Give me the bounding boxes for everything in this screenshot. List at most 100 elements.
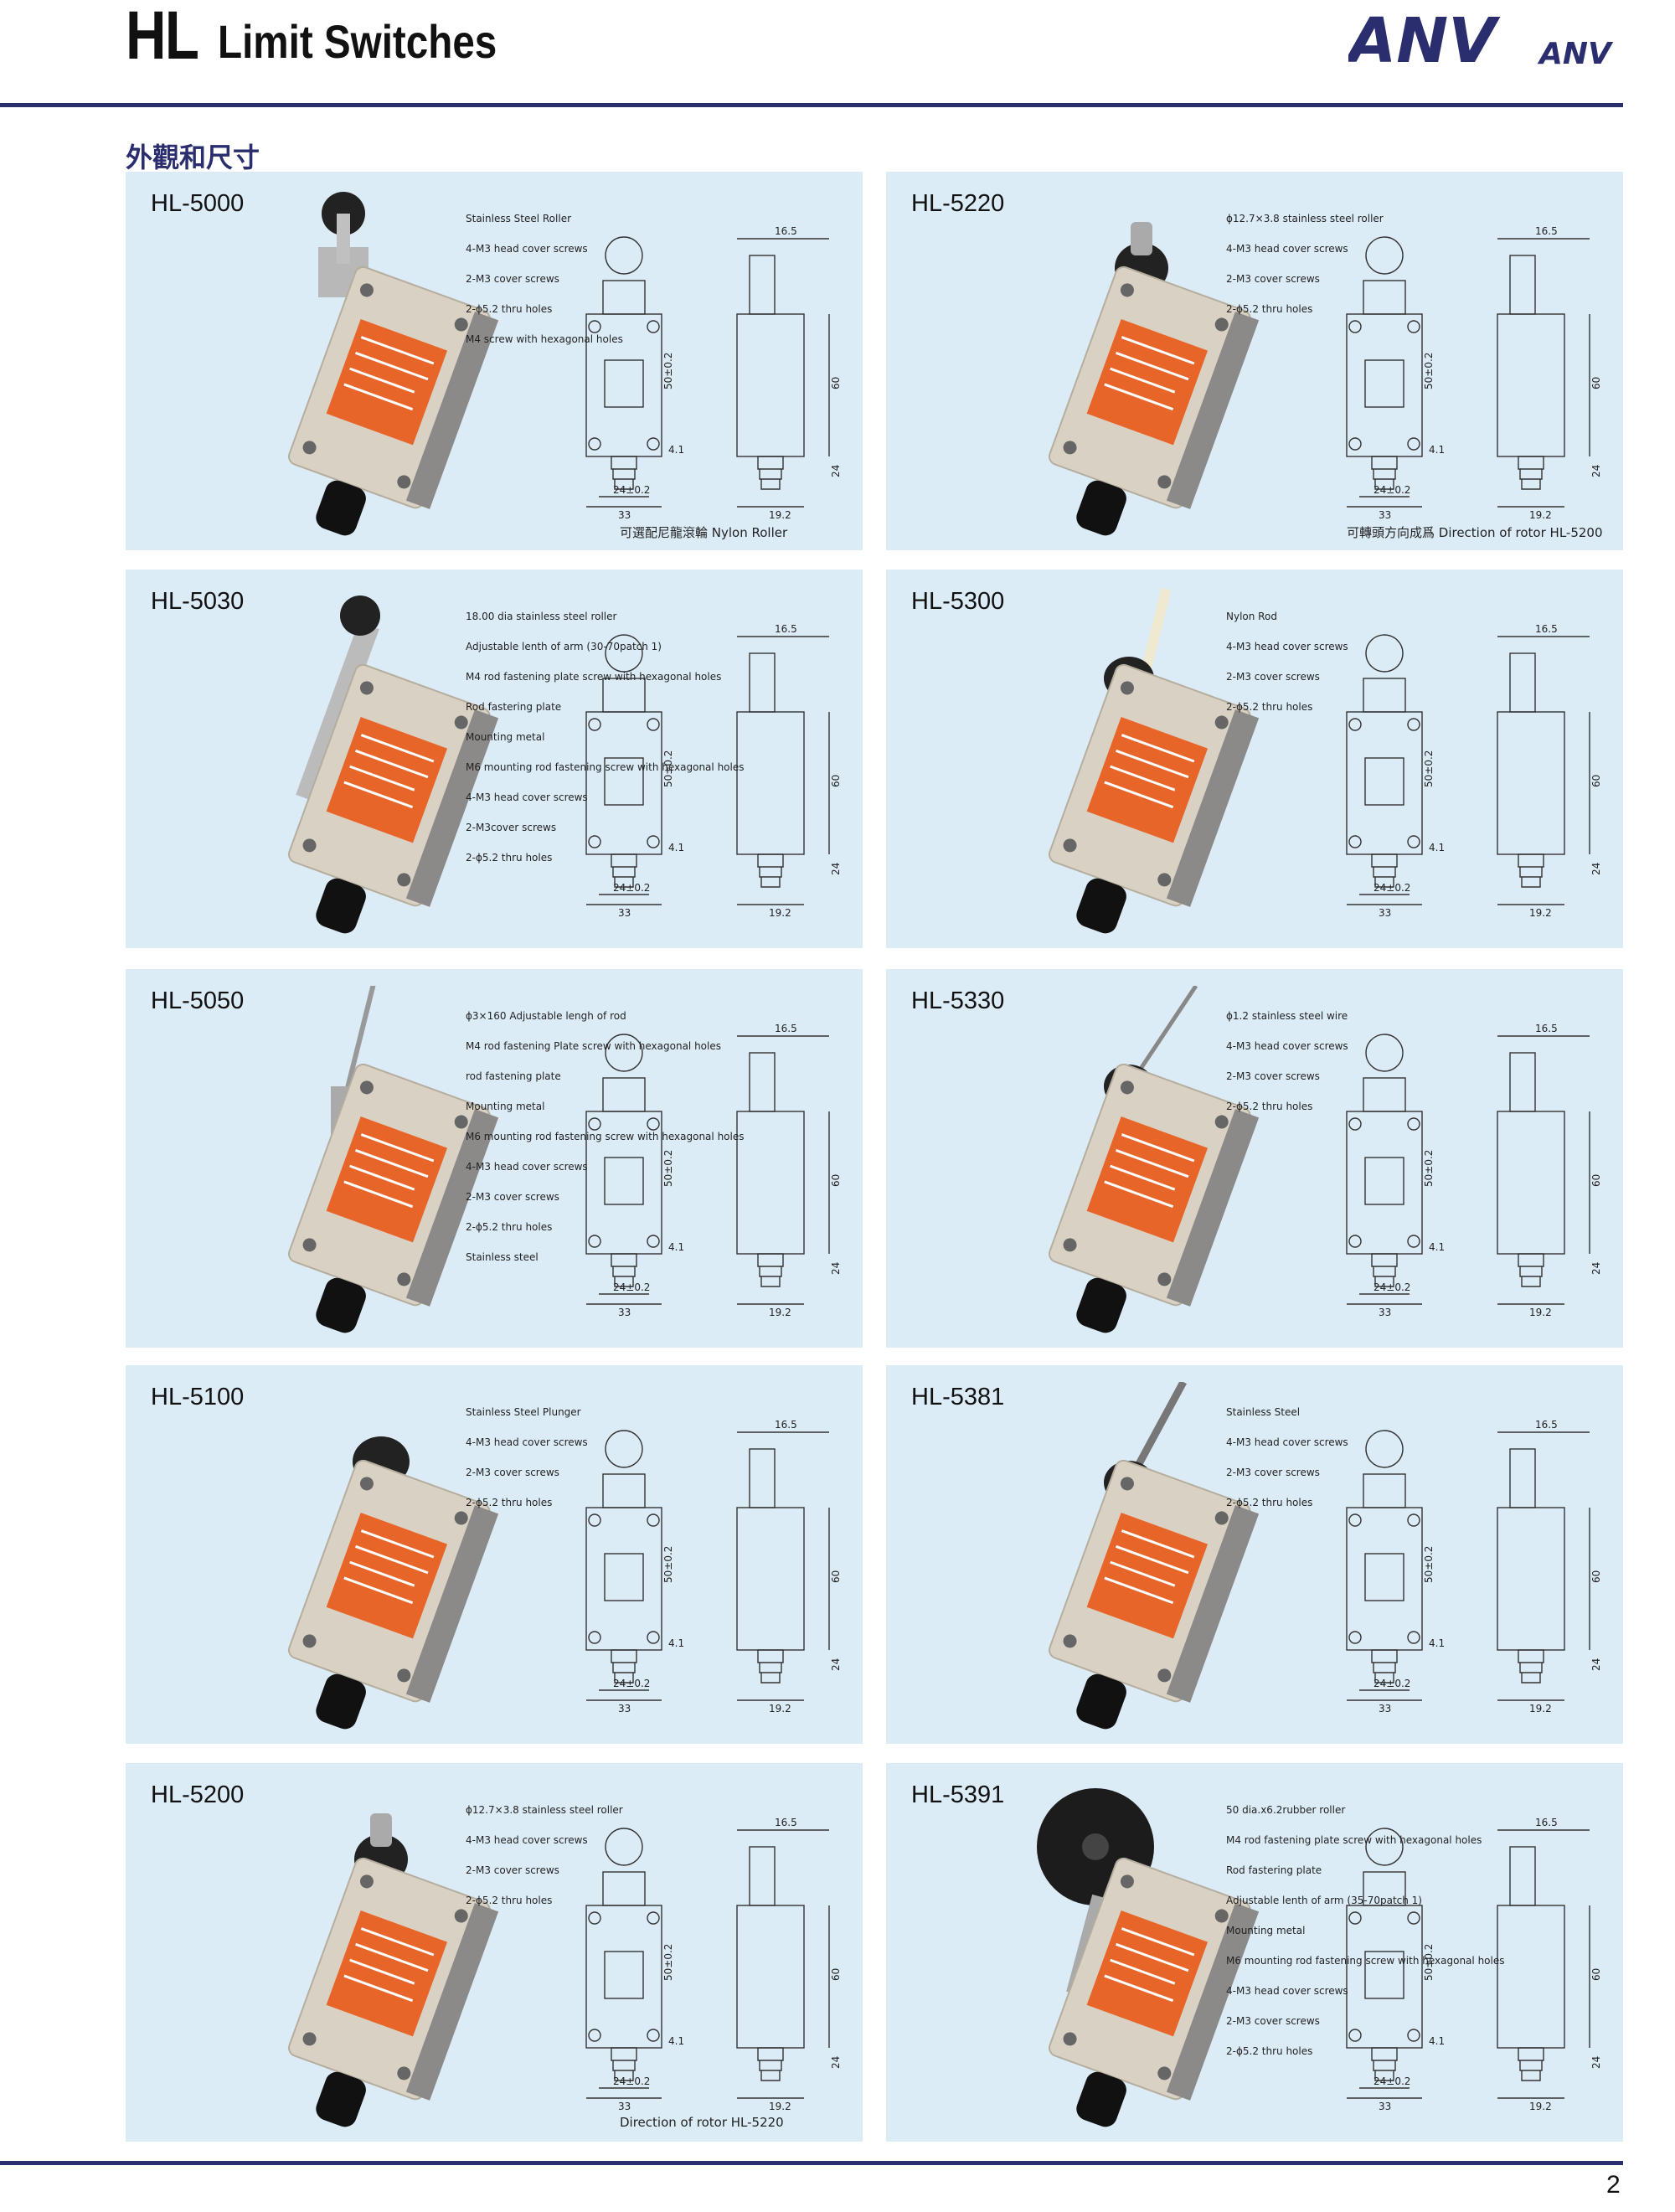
callout-label: Stainless Steel — [1226, 1406, 1300, 1418]
callout-label: M6 mounting rod fastening screw with hex… — [466, 761, 744, 773]
callout-label: 2-M3 cover screws — [1226, 1467, 1320, 1478]
callout-label: 2-M3 cover screws — [466, 273, 559, 285]
product-panel-hl-5381: HL-5381 — [886, 1365, 1623, 1744]
side-view — [1497, 1829, 1590, 2099]
svg-text:50±0.2: 50±0.2 — [662, 1546, 674, 1583]
callout-label: 2-ϕ5.2 thru holes — [1226, 303, 1312, 315]
panel-note: 可選配尼龍滾輪 Nylon Roller — [620, 525, 788, 540]
svg-text:60: 60 — [830, 377, 842, 389]
svg-text:4.1: 4.1 — [1429, 2035, 1445, 2047]
svg-text:19.2: 19.2 — [1529, 509, 1552, 521]
callout-label: M4 rod fastening plate screw with hexago… — [466, 671, 721, 683]
front-view — [585, 1828, 662, 2099]
svg-text:60: 60 — [830, 1174, 842, 1187]
cable-gland — [1076, 480, 1126, 536]
svg-text:19.2: 19.2 — [1529, 1307, 1552, 1318]
model-name: HL-5200 — [151, 1781, 245, 1808]
product-panel-hl-5391: HL-5391 — [886, 1763, 1623, 2142]
svg-text:16.5: 16.5 — [775, 1419, 797, 1431]
callout-label: 4-M3 head cover screws — [466, 791, 588, 803]
product-photo — [1003, 1780, 1280, 2132]
svg-text:19.2: 19.2 — [769, 1307, 791, 1318]
callout-label: 2-ϕ5.2 thru holes — [466, 1497, 552, 1508]
callout-label: ϕ3×160 Adjustable lengh of rod — [466, 1010, 626, 1022]
svg-text:50±0.2: 50±0.2 — [1423, 1546, 1435, 1583]
svg-text:33: 33 — [618, 509, 631, 521]
cable-gland — [1076, 2071, 1126, 2127]
cable-gland — [316, 1673, 366, 1730]
callout-label: Nylon Rod — [1226, 611, 1277, 622]
page-header: HL Limit Switches ANV ANV — [0, 0, 1675, 109]
svg-text:19.2: 19.2 — [769, 907, 791, 919]
dimension-drawing: 50±0.2 60 24±0.2 33 19.2 4.1 24 16.5 Sta… — [461, 1382, 854, 1734]
svg-text:60: 60 — [1590, 1570, 1602, 1583]
callout-label: 4-M3 head cover screws — [1226, 1436, 1348, 1448]
callout-label: 2-M3 cover screws — [466, 1191, 559, 1203]
callout-label: 4-M3 head cover screws — [1226, 1985, 1348, 1997]
dimension-labels: 50±0.2 60 24±0.2 33 19.2 4.1 24 16.5 — [613, 1419, 842, 1714]
callout-label: 2-M3 cover screws — [1226, 671, 1320, 683]
svg-text:4.1: 4.1 — [1429, 842, 1445, 853]
svg-text:24: 24 — [830, 1658, 842, 1671]
svg-text:24: 24 — [830, 2056, 842, 2069]
callout-label: ϕ1.2 stainless steel wire — [1226, 1010, 1348, 1022]
callout-label: 2-M3 cover screws — [466, 1467, 559, 1478]
product-panel-hl-5220: HL-5220 — [886, 172, 1623, 550]
front-view — [1346, 1034, 1423, 1305]
svg-text:24±0.2: 24±0.2 — [1374, 2075, 1410, 2087]
svg-text:19.2: 19.2 — [769, 1703, 791, 1714]
side-view — [736, 1829, 830, 2099]
product-photo — [243, 1382, 519, 1734]
nylon-rod — [1139, 587, 1172, 680]
front-view — [1346, 634, 1423, 905]
svg-text:24±0.2: 24±0.2 — [1374, 484, 1410, 496]
svg-text:60: 60 — [1590, 1968, 1602, 1981]
top-roller — [370, 1813, 392, 1847]
svg-text:4.1: 4.1 — [668, 2035, 684, 2047]
svg-text:33: 33 — [618, 907, 631, 919]
callout-label: 4-M3 head cover screws — [466, 1436, 588, 1448]
callout-label: Adjustable lenth of arm (30-70patch 1) — [466, 641, 662, 652]
dimension-drawing: 50±0.2 60 24±0.2 33 19.2 4.1 24 16.5 ϕ12… — [461, 1780, 854, 2132]
model-name: HL-5000 — [151, 190, 245, 217]
svg-text:4.1: 4.1 — [1429, 444, 1445, 456]
svg-text:24: 24 — [830, 465, 842, 477]
callout-label: 2-ϕ5.2 thru holes — [1226, 2045, 1312, 2057]
anv-logo: ANV ANV — [1348, 10, 1614, 77]
svg-text:60: 60 — [830, 1570, 842, 1583]
model-name: HL-5391 — [911, 1781, 1005, 1808]
svg-text:24: 24 — [1590, 2056, 1602, 2069]
cable-gland — [316, 1277, 366, 1333]
model-name: HL-5330 — [911, 987, 1005, 1014]
svg-text:50±0.2: 50±0.2 — [1423, 1150, 1435, 1187]
svg-text:60: 60 — [830, 775, 842, 787]
product-panel-hl-5100: HL-5100 — [126, 1365, 863, 1744]
product-photo — [243, 1780, 519, 2132]
callout-label: Adjustable lenth of arm (35-70patch 1) — [1226, 1895, 1422, 1906]
svg-text:50±0.2: 50±0.2 — [1423, 1944, 1435, 1981]
callouts: 18.00 dia stainless steel rollerAdjustab… — [466, 611, 744, 864]
cable-gland — [316, 878, 366, 934]
dimension-drawing: 50±0.2 60 24±0.2 33 19.2 4.1 24 16.5 ϕ12… — [1221, 188, 1615, 540]
svg-text:4.1: 4.1 — [1429, 1637, 1445, 1649]
callout-label: 2-ϕ5.2 thru holes — [466, 852, 552, 864]
svg-text:24±0.2: 24±0.2 — [1374, 1678, 1410, 1689]
svg-text:19.2: 19.2 — [1529, 1703, 1552, 1714]
model-name: HL-5220 — [911, 190, 1005, 217]
side-view — [736, 1431, 830, 1701]
callout-label: Mounting metal — [466, 1101, 544, 1112]
svg-text:16.5: 16.5 — [1535, 623, 1558, 635]
svg-text:16.5: 16.5 — [775, 623, 797, 635]
callout-label: ϕ12.7×3.8 stainless steel roller — [1226, 213, 1384, 224]
callout-label: Stainless Steel Roller — [466, 213, 571, 224]
svg-text:33: 33 — [618, 1703, 631, 1714]
product-photo — [243, 188, 519, 540]
dimension-labels: 50±0.2 60 24±0.2 33 19.2 4.1 24 16.5 — [613, 1817, 842, 2112]
svg-text:24: 24 — [830, 863, 842, 875]
svg-text:16.5: 16.5 — [1535, 1817, 1558, 1828]
page-number: 2 — [1606, 2171, 1621, 2199]
svg-text:50±0.2: 50±0.2 — [662, 1150, 674, 1187]
